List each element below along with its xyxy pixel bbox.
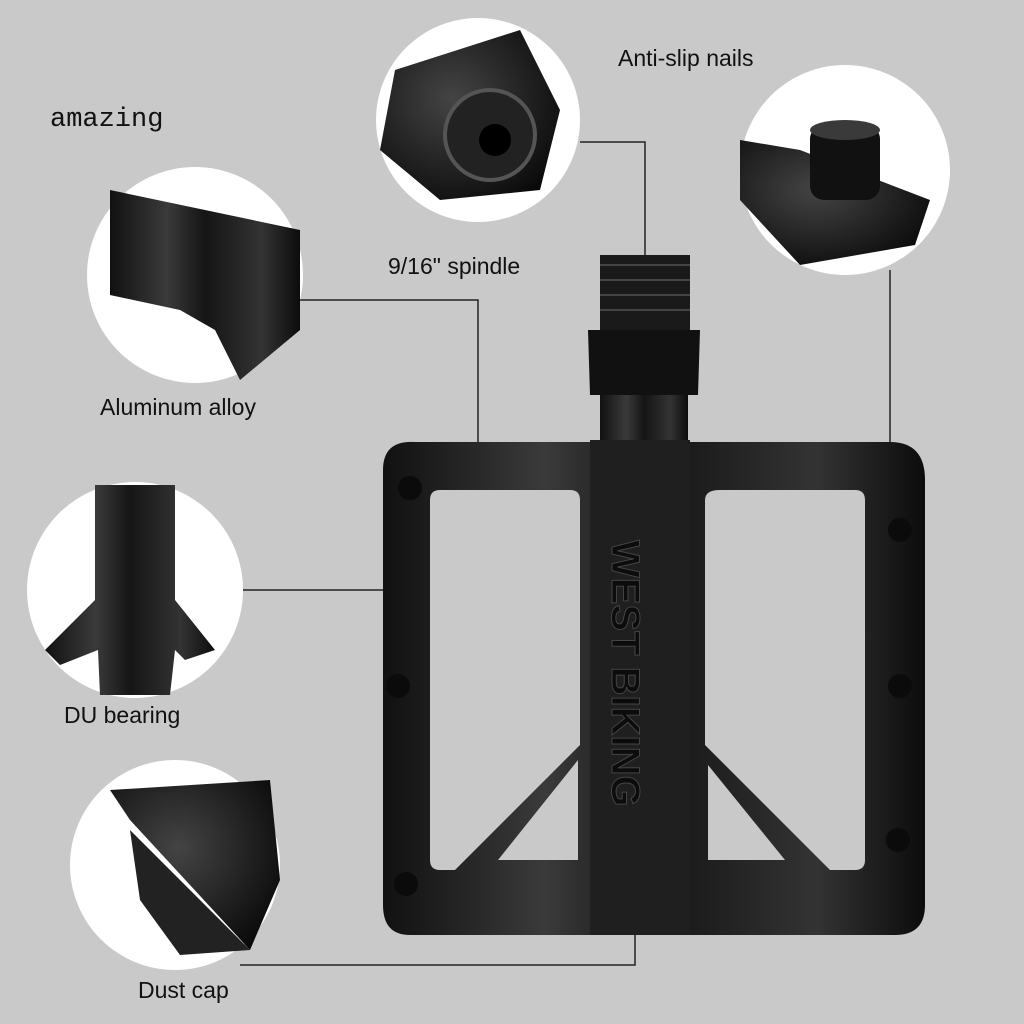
label-du-bearing: DU bearing (64, 702, 181, 728)
svg-text:WEST BIKING: WEST BIKING (603, 540, 647, 807)
tagline: amazing (50, 105, 164, 135)
pedal: WEST BIKING (383, 255, 925, 935)
bearing-detail-circle (27, 482, 243, 698)
anti-slip-detail-circle (740, 65, 950, 275)
label-anti-slip-nails: Anti-slip nails (618, 45, 754, 71)
spindle-detail-circle (376, 18, 580, 222)
dust-cap-detail-circle (70, 760, 280, 970)
label-spindle: 9/16" spindle (388, 253, 521, 279)
aluminum-detail-circle (87, 167, 303, 383)
label-dust-cap: Dust cap (138, 977, 229, 1003)
label-aluminum-alloy: Aluminum alloy (100, 394, 256, 420)
